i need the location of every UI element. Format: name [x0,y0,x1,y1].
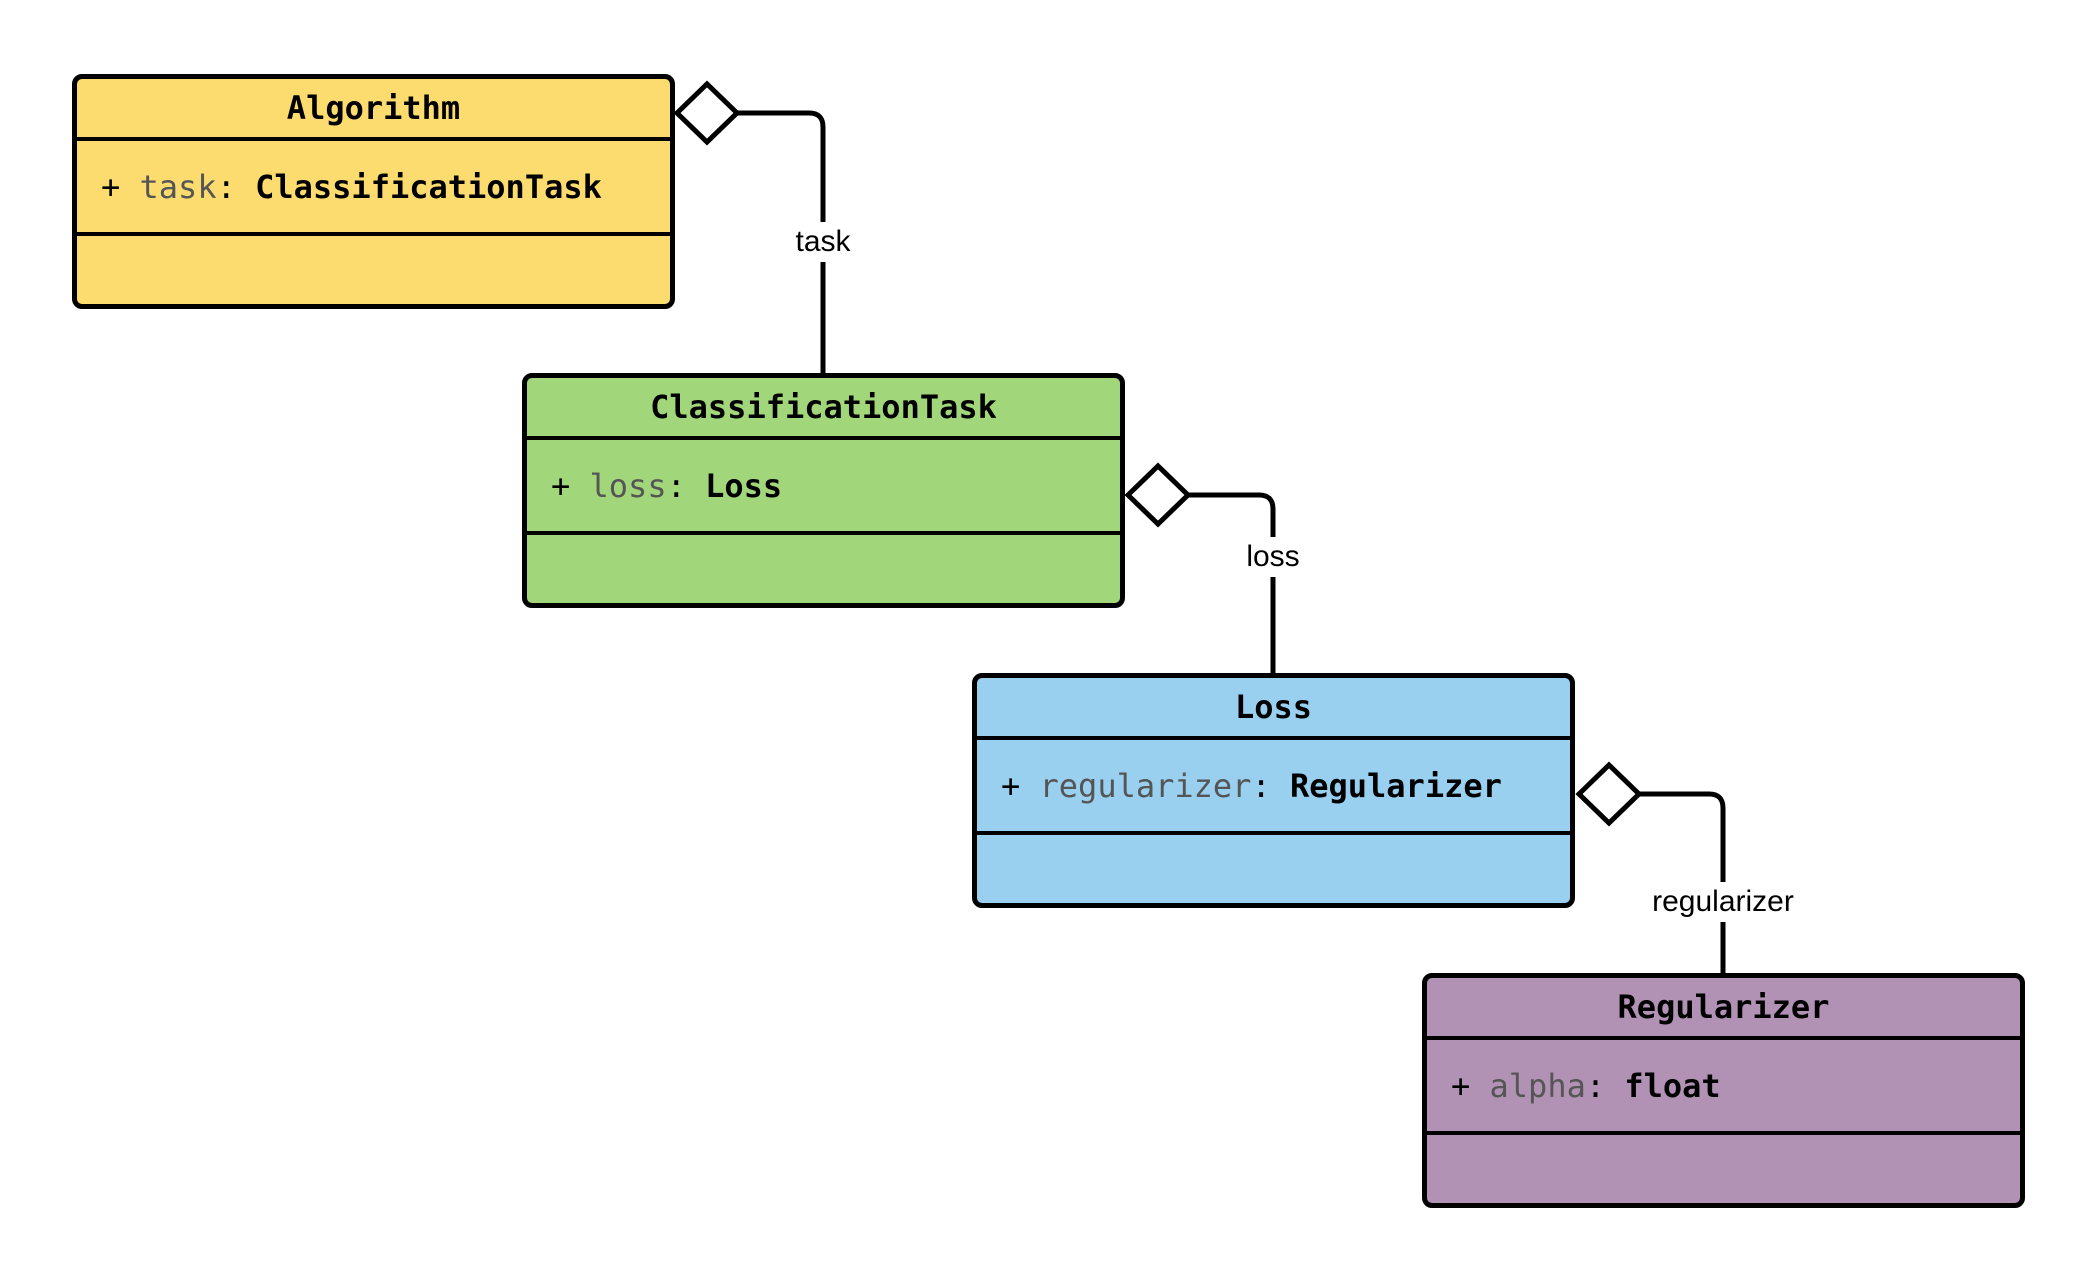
attribute-separator: : [1251,766,1271,805]
aggregation-diamond-icon [1124,462,1192,528]
class-attribute-row: + regularizer : Regularizer [977,740,1570,835]
connector-label-task: task [789,222,857,262]
aggregation-diamond-icon [1575,761,1643,827]
attribute-separator: : [666,466,686,505]
attribute-type: ClassificationTask [255,167,602,206]
connector-regularizer-line [1639,791,1726,973]
class-box-regularizer: Regularizer + alpha : float [1422,973,2025,1208]
class-methods-section [977,835,1570,903]
attribute-type: Loss [705,466,783,505]
connector-task-line [737,110,826,373]
attribute-separator: : [216,167,236,206]
attribute-name: regularizer [1039,766,1252,805]
aggregation-diamond-icon [673,80,741,146]
class-title: Loss [977,678,1570,740]
attribute-type: float [1624,1066,1721,1105]
class-attribute-row: + alpha : float [1427,1040,2020,1135]
connector-label-loss: loss [1240,537,1306,577]
connector-label-regularizer: regularizer [1646,882,1800,922]
class-title: Regularizer [1427,978,2020,1040]
class-methods-section [1427,1135,2020,1203]
class-methods-section [77,236,670,304]
class-box-loss: Loss + regularizer : Regularizer [972,673,1575,908]
attribute-visibility: + [1451,1066,1471,1105]
attribute-visibility: + [551,466,571,505]
class-title: ClassificationTask [527,378,1120,440]
attribute-name: alpha [1489,1066,1586,1105]
class-attribute-row: + task : ClassificationTask [77,141,670,236]
class-box-classificationtask: ClassificationTask + loss : Loss [522,373,1125,608]
class-title: Algorithm [77,79,670,141]
class-methods-section [527,535,1120,603]
attribute-separator: : [1585,1066,1606,1105]
connector-loss-line [1188,492,1276,673]
class-attribute-row: + loss : Loss [527,440,1120,535]
attribute-visibility: + [101,167,121,206]
attribute-visibility: + [1001,766,1021,805]
attribute-type: Regularizer [1289,766,1502,805]
attribute-name: task [139,167,217,206]
class-box-algorithm: Algorithm + task : ClassificationTask [72,74,675,309]
attribute-name: loss [589,466,667,505]
